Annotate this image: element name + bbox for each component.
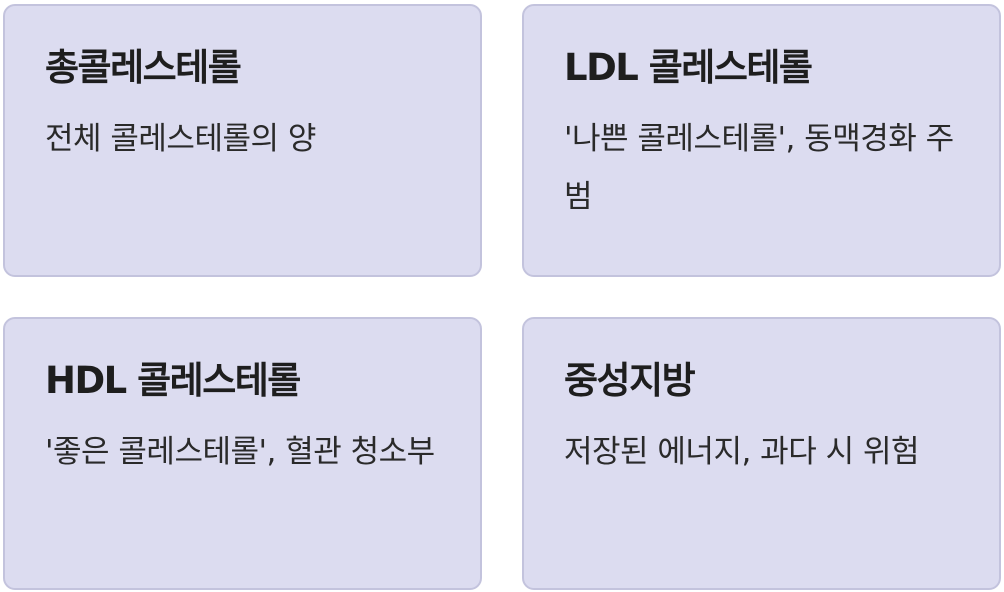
card-title: HDL 콜레스테롤 <box>45 359 301 402</box>
info-card-ldl-cholesterol: LDL 콜레스테롤 '나쁜 콜레스테롤', 동맥경화 주범 <box>522 4 1001 277</box>
card-title: 중성지방 <box>564 359 696 402</box>
card-description: '나쁜 콜레스테롤', 동맥경화 주범 <box>564 121 954 215</box>
card-description: 전체 콜레스테롤의 양 <box>45 121 316 157</box>
card-title: 총콜레스테롤 <box>45 46 242 89</box>
cholesterol-info-grid: 총콜레스테롤 전체 콜레스테롤의 양 LDL 콜레스테롤 '나쁜 콜레스테롤',… <box>3 4 1001 590</box>
info-card-total-cholesterol: 총콜레스테롤 전체 콜레스테롤의 양 <box>3 4 482 277</box>
card-description: '좋은 콜레스테롤', 혈관 청소부 <box>45 434 435 470</box>
info-card-triglycerides: 중성지방 저장된 에너지, 과다 시 위험 <box>522 317 1001 590</box>
card-title: LDL 콜레스테롤 <box>564 46 813 89</box>
card-description: 저장된 에너지, 과다 시 위험 <box>564 434 920 470</box>
info-card-hdl-cholesterol: HDL 콜레스테롤 '좋은 콜레스테롤', 혈관 청소부 <box>3 317 482 590</box>
